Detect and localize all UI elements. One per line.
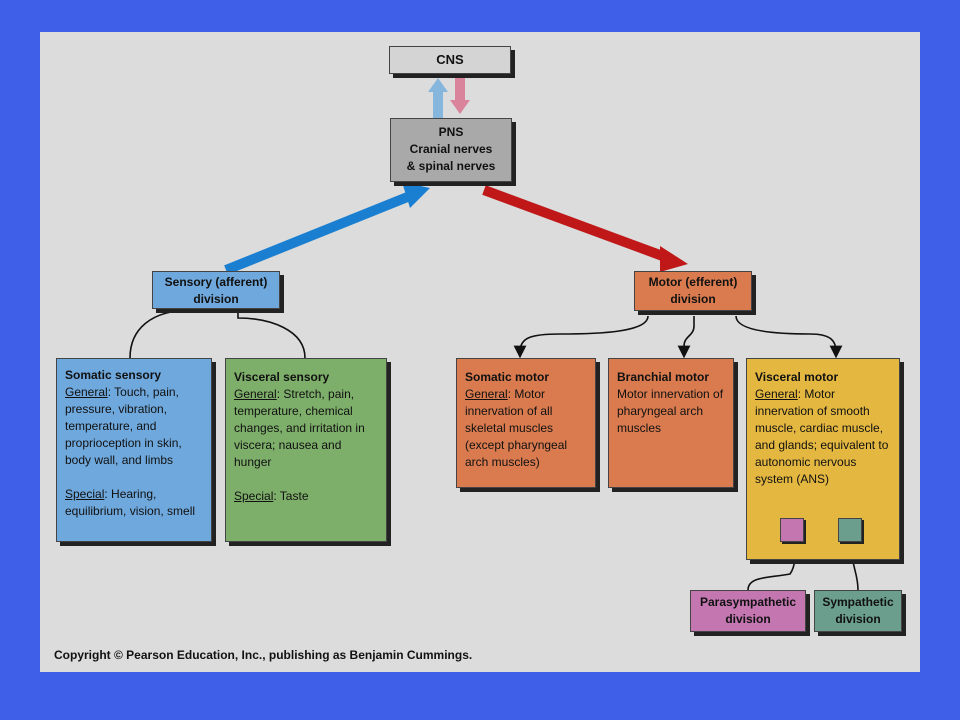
visceral-sensory-special-label: Special [234,489,274,503]
parasympathetic-line1: Parasympathetic [699,595,797,609]
sympathetic-division-box: Sympathetic division [814,590,902,632]
parasympathetic-line2: division [725,612,771,626]
sensory-division-line2: division [193,292,239,306]
visceral-sensory-connector [231,297,306,359]
motor-division-box: Motor (efferent) division [634,271,752,311]
sensory-to-pns-arrow [224,182,430,275]
somatic-motor-connector [513,315,649,359]
somatic-motor-general-text: : Motor innervation of all skeletal musc… [465,387,568,469]
somatic-sensory-special-text: : Hearing, equilibrium, vision, smell [65,487,196,518]
visceral-sensory-title: Visceral sensory [234,370,330,384]
visceral-sensory-box: Visceral sensory General: Stretch, pain,… [225,358,387,542]
pns-box: PNS Cranial nerves & spinal nerves [390,118,512,182]
sensory-division-box: Sensory (afferent) division [152,271,280,309]
pns-line2: Cranial nerves [409,142,493,156]
cns-label: CNS [436,52,464,67]
somatic-sensory-title: Somatic sensory [65,368,162,382]
cns-box: CNS [389,46,511,74]
branchial-motor-box: Branchial motor Motor innervation of pha… [608,358,734,488]
visceral-sensory-general-label: General [234,387,277,401]
somatic-motor-title: Somatic motor [465,370,550,384]
somatic-sensory-box: Somatic sensory General: Touch, pain, pr… [56,358,212,542]
branchial-motor-text: Motor innervation of pharyngeal arch mus… [617,387,724,435]
branchial-motor-connector [677,316,695,359]
visceral-motor-connector [735,315,843,359]
somatic-motor-box: Somatic motor General: Motor innervation… [456,358,596,488]
cns-down-arrow [450,78,470,114]
motor-division-line2: division [670,292,716,306]
visceral-motor-general-label: General [755,387,798,401]
visceral-motor-box: Visceral motor General: Motor innervatio… [746,358,900,560]
somatic-sensory-general-text: : Touch, pain, pressure, vibration, temp… [65,385,182,467]
visceral-sensory-special-text: : Taste [273,489,309,503]
pns-to-motor-arrow [482,185,688,272]
parasympathetic-division-box: Parasympathetic division [690,590,806,632]
cns-up-arrow [428,78,448,118]
somatic-sensory-general-label: General [65,385,108,399]
copyright-text: Copyright © Pearson Education, Inc., pub… [54,648,473,662]
sympathetic-line1: Sympathetic [822,595,894,609]
somatic-motor-general-label: General [465,387,508,401]
sympathetic-square [838,518,862,542]
pns-title: PNS [438,125,464,139]
visceral-motor-general-text: : Motor innervation of smooth muscle, ca… [755,387,889,486]
sensory-division-line1: Sensory (afferent) [164,275,268,289]
sympathetic-line2: division [835,612,881,626]
parasympathetic-square [780,518,804,542]
somatic-sensory-connector [129,293,199,359]
branchial-motor-title: Branchial motor [617,370,710,384]
motor-division-line1: Motor (efferent) [648,275,738,289]
pns-line3: & spinal nerves [406,159,496,173]
somatic-sensory-special-label: Special [65,487,105,501]
visceral-sensory-general-text: : Stretch, pain, temperature, chemical c… [234,387,365,469]
visceral-motor-title: Visceral motor [755,370,839,384]
